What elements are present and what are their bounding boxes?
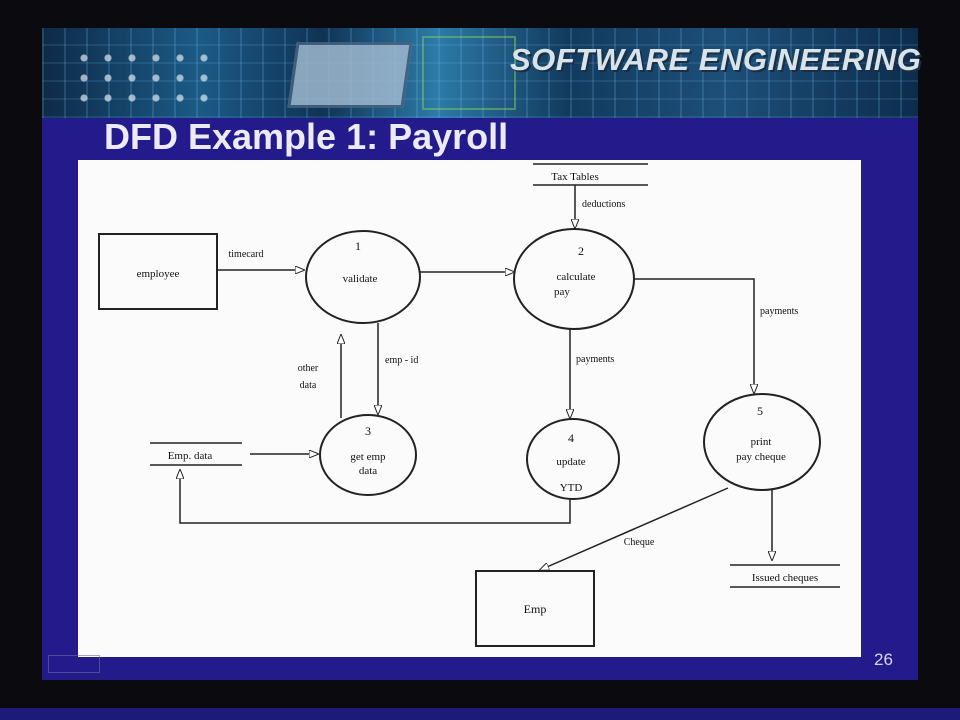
entity-emp: Emp (475, 570, 595, 647)
process-get-emp-data: 3 get emp data (319, 414, 417, 496)
process-2-label2: pay (554, 286, 570, 298)
process-3-label1: get emp (350, 451, 386, 463)
process-5-label2: pay cheque (736, 451, 786, 463)
flow-emp-id-label: emp - id (385, 355, 418, 366)
flow-emp-id: emp - id (378, 323, 418, 414)
flow-deductions-label: deductions (582, 199, 625, 210)
store-issued-cheques: Issued cheques (730, 564, 840, 588)
process-validate: 1 validate (305, 230, 421, 324)
flow-deductions: deductions (575, 185, 625, 228)
flow-data-label: data (300, 380, 317, 391)
process-2-label1: calculate (556, 271, 595, 283)
flow-payments-down: payments (570, 328, 614, 418)
bottom-bar (0, 708, 960, 720)
slide-title: DFD Example 1: Payroll (104, 116, 509, 157)
flow-payments-down-label: payments (576, 354, 614, 365)
flow-cheque-label: Cheque (624, 537, 655, 548)
process-print-pay-cheque: 5 print pay cheque (703, 393, 821, 491)
entity-employee: employee (98, 233, 218, 310)
process-4-label: update (556, 456, 585, 468)
process-3-label2: data (359, 465, 377, 477)
store-emp-data: Emp. data (150, 442, 242, 466)
entity-employee-label: employee (137, 268, 180, 280)
chip-graphic (287, 42, 413, 108)
store-tax-tables-label: Tax Tables (551, 171, 598, 183)
process-5-label1: print (751, 436, 772, 448)
flow-other-label: other (298, 363, 319, 374)
store-tax-tables: Tax Tables (533, 163, 648, 186)
dfd-diagram-canvas: employee Emp 1 validate 2 calculate pay … (78, 160, 861, 657)
process-2-number: 2 (578, 244, 584, 258)
flow-update-to-emp-data (180, 470, 571, 524)
process-3-number: 3 (365, 424, 371, 438)
header-banner (42, 28, 918, 118)
circuit-graphic (422, 36, 516, 110)
store-issued-cheques-label: Issued cheques (752, 572, 818, 584)
process-1-label: validate (343, 273, 378, 285)
led-pattern (72, 48, 212, 108)
process-1-number: 1 (355, 239, 361, 253)
dfd-diagram: employee Emp 1 validate 2 calculate pay … (98, 163, 840, 647)
banner-title: SOFTWARE ENGINEERING (510, 42, 922, 77)
flow-cheque: Cheque (540, 487, 729, 570)
corner-logo (48, 655, 100, 673)
flow-payments-right: payments (634, 278, 798, 393)
process-4-number: 4 (568, 431, 574, 445)
process-5-number: 5 (757, 404, 763, 418)
flow-other-data: other data (298, 335, 341, 418)
flow-timecard: timecard (217, 249, 304, 270)
process-update-ytd: 4 update YTD (526, 418, 620, 500)
store-emp-data-label: Emp. data (168, 450, 213, 462)
process-calculate-pay: 2 calculate pay (513, 228, 635, 330)
page-number: 26 (874, 650, 893, 669)
flow-payments-right-label: payments (760, 306, 798, 317)
process-4-sub: YTD (560, 482, 583, 494)
flow-timecard-label: timecard (229, 249, 264, 260)
entity-emp-label: Emp (524, 602, 547, 616)
